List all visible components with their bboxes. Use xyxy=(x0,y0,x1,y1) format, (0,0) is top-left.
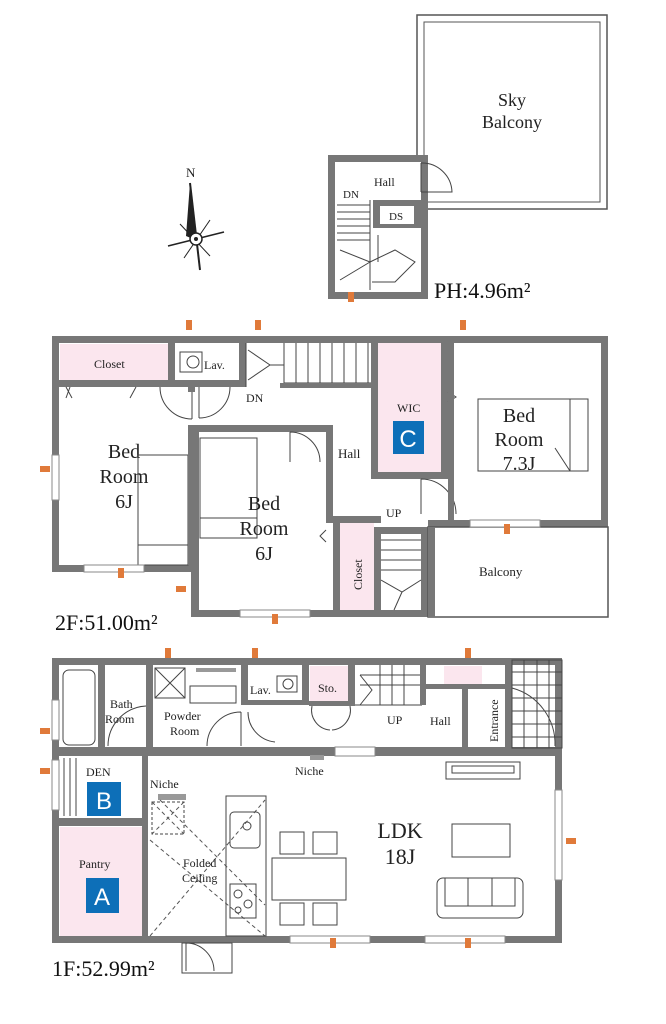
f1-lav-label: Lav. xyxy=(250,683,271,697)
ldk-label-2: 18J xyxy=(385,844,416,869)
f1-area-label: 1F:52.99m² xyxy=(52,956,155,981)
folded-label-1: Folded xyxy=(183,856,216,870)
f2-lav-label: Lav. xyxy=(204,358,225,372)
closet2-label: Closet xyxy=(351,559,365,590)
bed1-label-3: 6J xyxy=(115,491,133,513)
f1-hall-label: Hall xyxy=(430,714,451,728)
ph-area-label: PH:4.96m² xyxy=(434,278,531,303)
first-floor: Bath Room Powder Room Lav. Sto. xyxy=(51,658,563,981)
bed3-label-1: Bed xyxy=(503,405,535,427)
bath-label-2: Room xyxy=(105,712,135,726)
bed3-label-3: 7.3J xyxy=(503,453,536,475)
ds-label: DS xyxy=(389,211,403,223)
f2-dn-label: DN xyxy=(246,391,264,405)
bed2-label-3: 6J xyxy=(255,543,273,565)
sto-label: Sto. xyxy=(318,681,337,695)
wic-label: WIC xyxy=(397,401,420,415)
niche2-label: Niche xyxy=(295,764,324,778)
f1-up-label: UP xyxy=(387,713,403,727)
folded-label-2: Ceiling xyxy=(182,871,217,885)
penthouse-floor: Sky Balcony Hall DN DS PH:4.96m² xyxy=(328,14,608,303)
den-label: DEN xyxy=(86,765,111,779)
entrance-label: Entrance xyxy=(487,699,501,742)
badge-a-label: A xyxy=(94,884,110,911)
ph-hall-label: Hall xyxy=(374,175,395,189)
badge-c xyxy=(393,421,424,454)
closet-label: Closet xyxy=(94,357,125,371)
badge-a xyxy=(86,878,119,913)
f2-balcony-label: Balcony xyxy=(479,564,523,579)
compass-north-label: N xyxy=(186,165,196,180)
bed1-label-2: Room xyxy=(100,466,149,488)
niche1-label: Niche xyxy=(150,777,179,791)
pantry-label: Pantry xyxy=(79,857,110,871)
sky-balcony-label: Sky xyxy=(498,90,526,110)
bed3-label-2: Room xyxy=(495,429,544,451)
second-floor: Closet Lav. DN WIC C xyxy=(51,336,609,635)
badge-c-label: C xyxy=(399,426,416,453)
badge-b-label: B xyxy=(96,788,112,815)
f2-up-label: UP xyxy=(386,506,402,520)
bed2-label-2: Room xyxy=(240,518,289,540)
f2-area-label: 2F:51.00m² xyxy=(55,610,158,635)
f2-hall-label: Hall xyxy=(338,446,361,461)
ph-dn-label: DN xyxy=(343,189,359,201)
ldk-label-1: LDK xyxy=(377,818,422,843)
vent-markers xyxy=(40,292,576,948)
powder-label-1: Powder xyxy=(164,709,201,723)
badge-b xyxy=(87,782,121,816)
bath-label-1: Bath xyxy=(110,697,133,711)
bed1-label-1: Bed xyxy=(108,441,140,463)
sky-balcony-label-2: Balcony xyxy=(482,112,542,132)
bed2-label-1: Bed xyxy=(248,493,280,515)
compass: N xyxy=(167,165,225,271)
powder-label-2: Room xyxy=(170,724,200,738)
